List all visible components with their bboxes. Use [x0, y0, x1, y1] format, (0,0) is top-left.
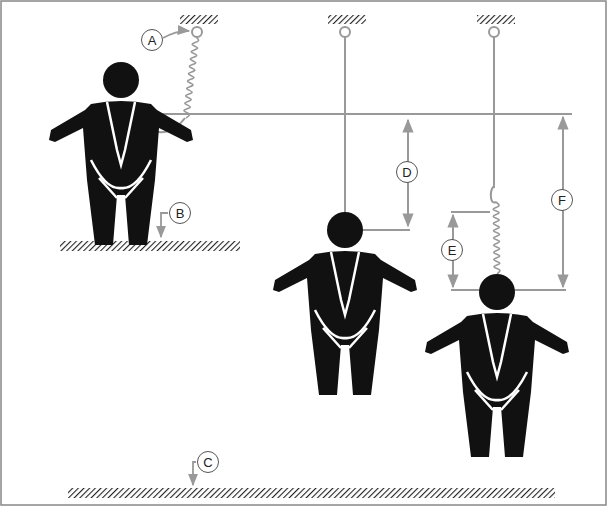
callout-letter: F	[551, 189, 573, 211]
dimension-arrows	[408, 117, 563, 287]
callout-letter: B	[169, 202, 191, 224]
snap-hook	[491, 186, 496, 203]
vertical-lifeline	[344, 37, 346, 232]
worker-standing	[49, 62, 193, 245]
ground-level	[68, 488, 555, 498]
callout-letter: D	[396, 161, 418, 183]
callout-letter: C	[197, 451, 219, 473]
lifeline	[493, 37, 495, 188]
leader-arrows	[161, 31, 196, 485]
callout-letter: E	[441, 239, 463, 261]
worker-arrested	[425, 274, 569, 457]
ceiling-anchors	[180, 15, 515, 37]
callout-letter: A	[141, 29, 163, 51]
working-platform	[60, 241, 240, 251]
worker-suspended	[273, 212, 417, 395]
